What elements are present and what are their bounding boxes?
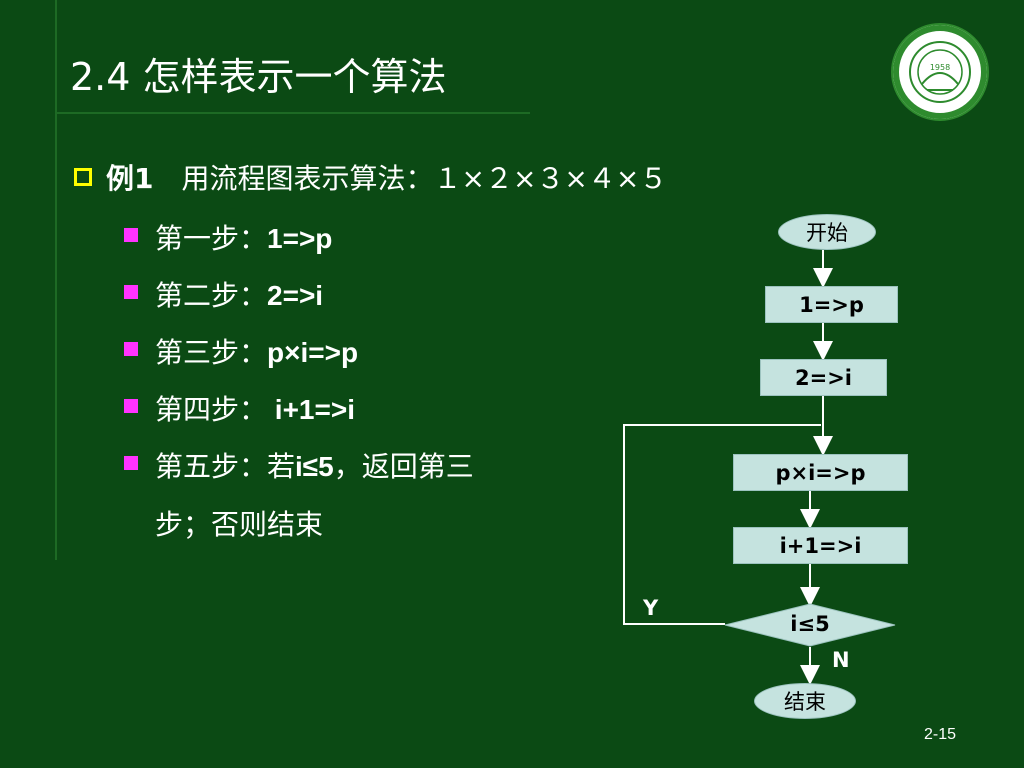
page-number: 2-15 — [924, 726, 957, 743]
flow-box-init-p: 1=>p — [765, 286, 898, 323]
flow-no-label: N — [832, 648, 850, 672]
university-logo: 1958 — [887, 22, 993, 126]
example-formula: １×２×３×４×５ — [433, 162, 668, 195]
magenta-square-bullet-icon — [124, 285, 138, 299]
step-3-expr: p×i=>p — [267, 337, 359, 368]
magenta-square-bullet-icon — [124, 456, 138, 470]
step-2-expr: 2=>i — [267, 280, 324, 311]
title-underline — [55, 112, 530, 114]
step-3: 第三步：p×i=>p — [155, 331, 358, 371]
step-4-label: 第四步： — [155, 393, 268, 426]
magenta-square-bullet-icon — [124, 399, 138, 413]
step-3-label: 第三步： — [155, 336, 268, 369]
example-label: 例1 — [106, 162, 154, 195]
step-5: 第五步：若i≤5，返回第三 — [155, 445, 474, 485]
step-2-label: 第二步： — [155, 279, 268, 312]
yellow-square-bullet-icon — [74, 168, 92, 186]
flow-decision-label: i≤5 — [790, 612, 830, 636]
example-text: 用流程图表示算法： — [153, 162, 434, 195]
flow-start-node: 开始 — [778, 214, 876, 250]
flow-box-init-i: 2=>i — [760, 359, 887, 396]
flow-end-node: 结束 — [754, 683, 856, 719]
page-title: 2.4 怎样表示一个算法 — [70, 55, 447, 99]
magenta-square-bullet-icon — [124, 228, 138, 242]
step-1: 第一步：1=>p — [155, 217, 332, 257]
flow-box-increment: i+1=>i — [733, 527, 908, 564]
step-2: 第二步：2=>i — [155, 274, 323, 314]
decision-diamond — [724, 603, 896, 647]
step-1-expr: 1=>p — [267, 223, 333, 254]
flow-yes-label: Y — [643, 596, 659, 620]
step-4: 第四步： i+1=>i — [155, 388, 355, 428]
step-4-expr: i+1=>i — [267, 394, 355, 425]
decorative-vertical-line — [55, 0, 57, 560]
svg-text:1958: 1958 — [930, 63, 950, 72]
flow-box-multiply: p×i=>p — [733, 454, 908, 491]
step-5-suffix: ，返回第三 — [333, 450, 474, 483]
loop-back-line — [623, 424, 821, 625]
magenta-square-bullet-icon — [124, 342, 138, 356]
step-5-continuation: 步；否则结束 — [155, 508, 324, 541]
step-1-label: 第一步： — [155, 222, 268, 255]
step-5-label: 第五步：若 — [155, 450, 296, 483]
step-5-expr: i≤5 — [295, 451, 334, 482]
